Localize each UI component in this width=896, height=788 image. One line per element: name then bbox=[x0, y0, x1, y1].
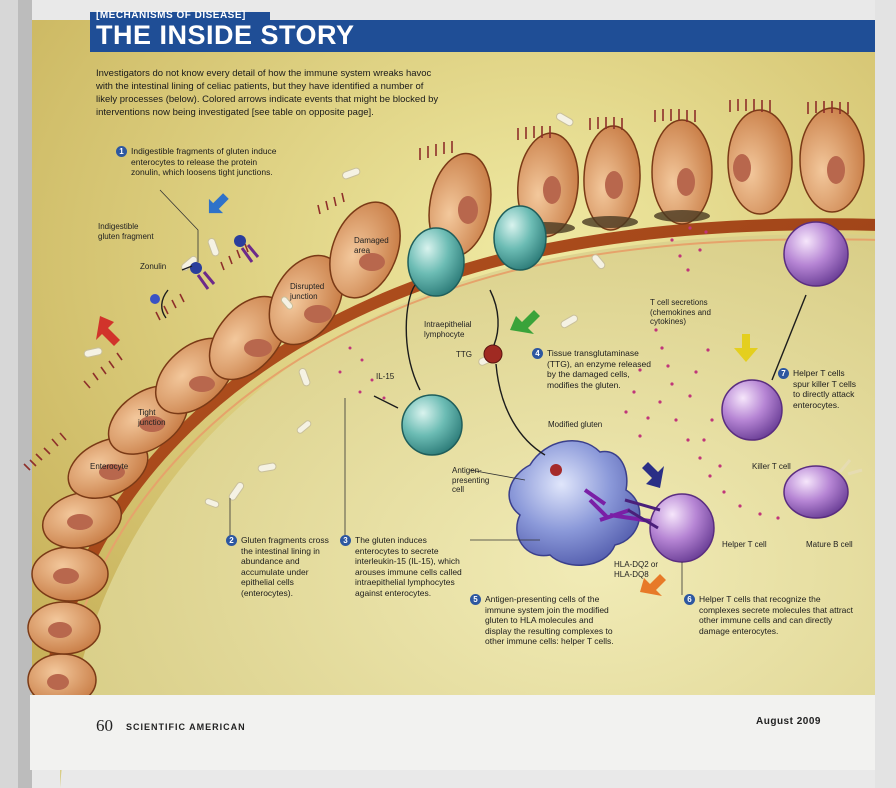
step-text: Helper T cells spur killer T cells to di… bbox=[793, 368, 856, 410]
label-ttg: TTG bbox=[456, 350, 472, 359]
page-title: THE INSIDE STORY bbox=[96, 20, 355, 50]
step-number: 5 bbox=[470, 594, 481, 605]
step-4: 4 Tissue transglutaminase (TTG), an enzym… bbox=[532, 348, 662, 390]
label-intraepithelial: Intraepithelial lymphocyte bbox=[424, 320, 472, 339]
magazine-name: SCIENTIFIC AMERICAN bbox=[126, 722, 246, 732]
step-text: The gluten induces enterocytes to secret… bbox=[355, 535, 462, 598]
issue-date: August 2009 bbox=[756, 716, 821, 727]
step-text: Tissue transglutaminase (TTG), an enzyme… bbox=[547, 348, 651, 390]
label-disrupted-junction: Disrupted junction bbox=[290, 282, 325, 301]
step-1: 1 Indigestible fragments of gluten induce… bbox=[116, 146, 286, 178]
label-zonulin: Zonulin bbox=[140, 262, 167, 271]
label-apc: Antigen-presenting cell bbox=[452, 466, 490, 494]
label-damaged-area: Damaged area bbox=[354, 236, 389, 255]
label-tight-junction: Tight junction bbox=[138, 408, 166, 427]
step-text: Indigestible fragments of gluten induce … bbox=[131, 146, 277, 177]
label-indigestible-gluten: Indigestible gluten fragment bbox=[98, 222, 154, 241]
step-text: Gluten fragments cross the intestinal li… bbox=[241, 535, 329, 598]
step-2: 2 Gluten fragments cross the intestinal l… bbox=[226, 535, 341, 598]
page-number: 60 bbox=[96, 716, 113, 735]
step-text: Antigen-presenting cells of the immune s… bbox=[485, 594, 614, 646]
step-number: 4 bbox=[532, 348, 543, 359]
label-hla: HLA-DQ2 or HLA-DQ8 bbox=[614, 560, 659, 579]
label-helper-t: Helper T cell bbox=[722, 540, 767, 549]
label-enterocyte: Enterocyte bbox=[90, 462, 129, 471]
step-3: 3 The gluten induces enterocytes to secre… bbox=[340, 535, 470, 598]
intro-paragraph: Investigators do not know every detail o… bbox=[96, 68, 439, 118]
step-number: 7 bbox=[778, 368, 789, 379]
label-modified-gluten: Modified gluten bbox=[548, 420, 603, 429]
step-number: 3 bbox=[340, 535, 351, 546]
label-tcell-secretions: T cell secretions (chemokines and cytoki… bbox=[650, 298, 711, 326]
step-5: 5 Antigen-presenting cells of the immune … bbox=[470, 594, 620, 647]
step-text: Helper T cells that recognize the comple… bbox=[699, 594, 854, 636]
step-6: 6 Helper T cells that recognize the compl… bbox=[684, 594, 864, 636]
step-number: 6 bbox=[684, 594, 695, 605]
label-il15: IL-15 bbox=[376, 372, 395, 381]
label-killer-t: Killer T cell bbox=[752, 462, 791, 471]
label-mature-b: Mature B cell bbox=[806, 540, 853, 549]
step-number: 2 bbox=[226, 535, 237, 546]
step-7: 7 Helper T cells spur killer T cells to d… bbox=[778, 368, 866, 410]
step-number: 1 bbox=[116, 146, 127, 157]
section-kicker: [MECHANISMS OF DISEASE] bbox=[96, 10, 246, 21]
